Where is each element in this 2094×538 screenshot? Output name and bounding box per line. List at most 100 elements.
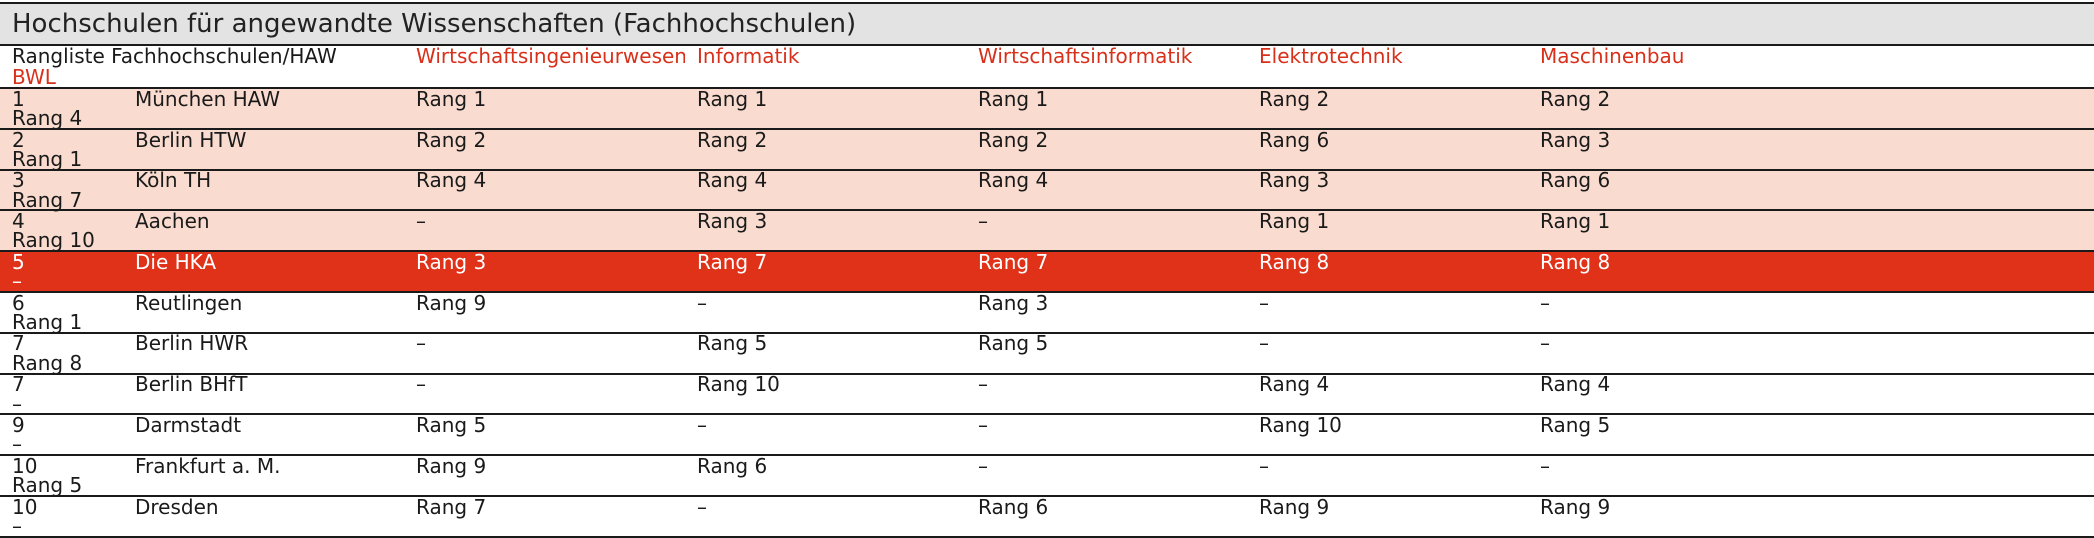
subject-header: Wirtschaftsingenieurwesen [416,44,685,69]
subject-rank-cell: Rang 8 [1259,249,1330,274]
subject-rank-cell: Rang 3 [1540,127,1611,152]
subject-rank-cell: Rang 5 [1540,413,1611,438]
subject-rank-cell: Rang 5 [416,413,487,438]
rank-cell: 6 [12,290,25,315]
subject-rank-cell: Rang 8 [12,350,83,375]
subject-rank-cell: Rang 9 [416,453,487,478]
subject-rank-cell: Rang 1 [1540,209,1611,234]
subject-rank-cell: – [1259,331,1269,356]
table-row: 10 Frankfurt a. M. Rang 9 Rang 6 – – – Rang 5 [0,453,2094,498]
subject-header: Elektrotechnik [1259,44,1403,69]
university-name-cell: Die HKA [135,249,217,274]
university-name-cell: Köln TH [135,168,212,193]
subject-rank-cell: Rang 1 [12,310,83,335]
subject-rank-cell: Rang 2 [697,127,768,152]
subject-rank-cell: – [697,290,707,315]
subject-rank-cell: Rang 3 [697,209,768,234]
subject-rank-cell: – [416,331,426,356]
university-name-cell: Berlin HWR [135,331,249,356]
university-name-cell: Frankfurt a. M. [135,453,281,478]
subject-rank-cell: Rang 5 [978,331,1049,356]
table-row: 4 Aachen – Rang 3 – Rang 1 Rang 1 Rang 10 [0,209,2094,253]
subject-rank-cell: – [1540,453,1550,478]
university-name-cell: Dresden [135,494,219,519]
subject-rank-cell: Rang 1 [12,146,83,171]
table-row: 7 Berlin HWR – Rang 5 Rang 5 – – Rang 8 [0,331,2094,375]
table-title: Hochschulen für angewandte Wissenschafte… [0,2,2094,46]
rank-cell: 7 [12,331,25,356]
subject-rank-cell: Rang 3 [1259,168,1330,193]
subject-rank-cell: – [978,209,988,234]
subject-rank-cell: – [416,372,426,397]
subject-rank-cell: Rang 1 [1259,209,1330,234]
subject-rank-cell: Rang 10 [697,372,780,397]
subject-rank-cell: Rang 4 [12,106,83,131]
subject-rank-cell: – [1540,290,1550,315]
university-name-cell: Aachen [135,209,210,234]
subject-rank-cell: Rang 7 [12,187,83,212]
university-name-cell: München HAW [135,86,281,111]
subject-rank-cell: Rang 2 [978,127,1049,152]
table-row: 5 Die HKA Rang 3 Rang 7 Rang 7 Rang 8 Rang 8 – [0,249,2094,294]
subject-rank-cell: – [697,494,707,519]
subject-rank-cell: Rang 1 [697,86,768,111]
subject-rank-cell: – [12,269,22,294]
subject-rank-cell: Rang 6 [978,494,1049,519]
subject-rank-cell: – [1540,331,1550,356]
rank-cell: 2 [12,127,25,152]
table-row: 7 Berlin BHfT – Rang 10 – Rang 4 Rang 4 – [0,372,2094,416]
subject-rank-cell: Rang 10 [12,228,95,253]
subject-rank-cell: – [416,209,426,234]
subject-rank-cell: Rang 2 [1259,86,1330,111]
subject-rank-cell: Rang 4 [416,168,487,193]
subject-rank-cell: Rang 7 [416,494,487,519]
subject-rank-cell: Rang 6 [1259,127,1330,152]
subject-rank-cell: Rang 5 [12,473,83,498]
subject-rank-cell: Rang 9 [1540,494,1611,519]
subject-rank-cell: Rang 10 [1259,413,1342,438]
university-name-cell: Berlin BHfT [135,372,248,397]
subject-header: Maschinenbau [1540,44,1685,69]
subject-rank-cell: Rang 3 [416,249,487,274]
subject-rank-cell: – [1259,453,1269,478]
subject-rank-cell: – [1259,290,1269,315]
rank-cell: 9 [12,413,25,438]
subject-rank-cell: Rang 2 [1540,86,1611,111]
subject-rank-cell: Rang 6 [697,453,768,478]
rank-cell: 10 [12,453,38,478]
subject-rank-cell: Rang 4 [1540,372,1611,397]
subject-rank-cell: Rang 1 [978,86,1049,111]
subject-rank-cell: Rang 6 [1540,168,1611,193]
subject-header: Informatik [697,44,800,69]
subject-rank-cell: – [978,372,988,397]
subject-rank-cell: – [12,432,22,457]
subject-rank-cell: – [12,514,22,538]
header-row: Rangliste Fachhochschulen/HAW Wirtschaft… [0,44,2094,89]
subject-rank-cell: Rang 7 [697,249,768,274]
subject-rank-cell: – [978,413,988,438]
subject-rank-cell: Rang 3 [978,290,1049,315]
rank-cell: 7 [12,372,25,397]
rank-cell: 4 [12,209,25,234]
subject-rank-cell: Rang 7 [978,249,1049,274]
subject-rank-cell: Rang 4 [697,168,768,193]
university-name-cell: Darmstadt [135,413,242,438]
subject-rank-cell: Rang 9 [416,290,487,315]
subject-rank-cell: Rang 8 [1540,249,1611,274]
subject-rank-cell: – [978,453,988,478]
subject-rank-cell: Rang 5 [697,331,768,356]
rank-cell: 5 [12,249,25,274]
subject-rank-cell: Rang 4 [978,168,1049,193]
subject-rank-cell: Rang 4 [1259,372,1330,397]
university-name-cell: Berlin HTW [135,127,247,152]
subject-rank-cell: Rang 1 [416,86,487,111]
subject-rank-cell: – [12,391,22,416]
